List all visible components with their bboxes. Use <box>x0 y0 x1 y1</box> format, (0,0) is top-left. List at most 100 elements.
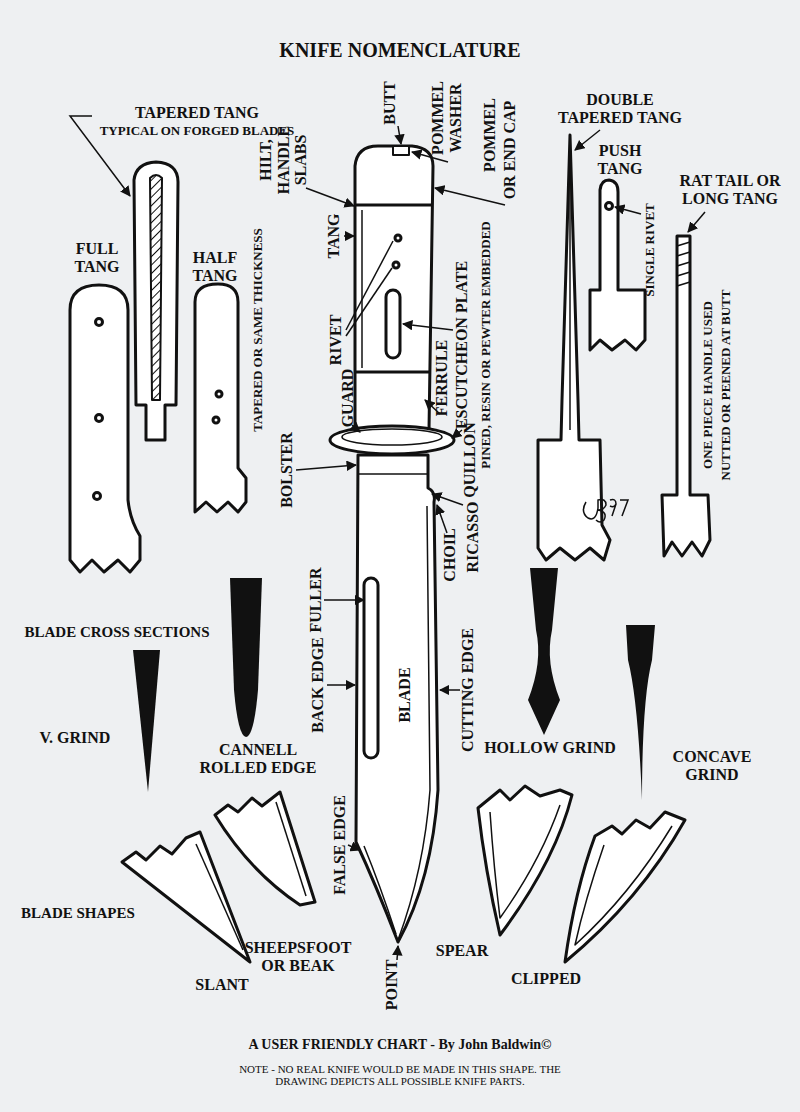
leader-line <box>348 845 360 850</box>
thread <box>677 272 690 276</box>
part-label: BUTT <box>381 81 399 125</box>
leader-line <box>452 430 462 438</box>
part-label: V. GRIND <box>40 729 111 747</box>
tapered-tang-core <box>150 175 162 400</box>
leader-line <box>324 599 364 601</box>
ferrule-line <box>355 371 430 374</box>
leader-line <box>398 126 401 144</box>
chart-title: KNIFE NOMENCLATURE <box>279 39 520 62</box>
part-label: CUTTING EDGE <box>459 628 477 752</box>
part-label: HOLLOW GRIND <box>484 739 616 757</box>
thread <box>677 262 690 266</box>
thread <box>677 282 690 286</box>
pommel-line <box>355 204 433 207</box>
part-label: RICASSO <box>464 501 482 572</box>
rivet <box>393 262 399 268</box>
bolster-line <box>358 473 428 475</box>
part-label: CLIPPED <box>511 970 581 988</box>
part-label: PINED, RESIN OR PEWTER EMBEDDED <box>479 221 493 468</box>
slab-line <box>361 210 363 368</box>
leader-line <box>346 268 392 336</box>
part-label: DOUBLE TAPERED TANG <box>550 91 690 126</box>
part-label: SLANT <box>195 976 248 994</box>
leader-line <box>575 130 600 150</box>
part-label: ONE PIECE HANDLE USED <box>701 301 715 469</box>
tang-hole <box>96 319 103 326</box>
fuller <box>364 578 378 758</box>
leader-line <box>296 465 356 470</box>
leader-line <box>346 241 393 330</box>
leader-line <box>440 689 460 691</box>
clipped-blade <box>565 812 685 962</box>
part-label: POMMEL WASHER <box>429 78 464 158</box>
leader-line <box>397 946 398 960</box>
push-tang <box>590 180 645 350</box>
guard-inner <box>342 429 442 445</box>
part-label: BLADE CROSS SECTIONS <box>24 624 209 641</box>
rivet <box>395 235 401 241</box>
knife-handle <box>355 146 433 430</box>
part-label: NOTE - NO REAL KNIFE WOULD BE MADE IN TH… <box>218 1063 583 1087</box>
part-label: TANG <box>325 213 343 258</box>
taper-line <box>569 145 571 430</box>
part-label: POMMEL <box>481 98 499 172</box>
leader-line <box>432 494 463 505</box>
part-label: CHOIL <box>441 528 459 581</box>
part-label: HILT, HANDLE SLABS <box>257 122 310 198</box>
v-grind-section <box>133 650 160 792</box>
leader-line <box>615 207 641 214</box>
part-label: NUTTED OR PEENED AT BUTT <box>719 290 733 481</box>
bevel <box>196 844 243 950</box>
part-label: FERRULE <box>433 340 451 416</box>
monogram-stroke <box>583 500 606 522</box>
part-label: BLADE SHAPES <box>21 905 135 922</box>
false-edge-line <box>364 846 396 934</box>
cannell-section <box>230 578 262 737</box>
part-label: OR END CAP <box>501 101 519 200</box>
part-label: PUSH TANG <box>590 142 650 177</box>
part-label: TAPERED TANG <box>135 104 259 122</box>
part-label: CONCAVE GRIND <box>665 748 760 783</box>
concave-grind-section <box>626 625 655 800</box>
hollow-grind-section <box>528 568 560 735</box>
half-tang <box>195 284 246 512</box>
part-label: RAT TAIL OR LONG TANG <box>670 172 790 207</box>
spear-blade <box>478 786 572 935</box>
monogram <box>583 500 628 523</box>
leader-line <box>688 212 705 232</box>
part-label: QUILLON <box>461 422 479 498</box>
part-label: ESCUTCHEON PLATE <box>453 261 471 429</box>
part-label: TAPERED OR SAME THICKNESS <box>251 228 265 432</box>
tang-hole <box>94 493 101 500</box>
part-label: HALF TANG <box>185 249 245 284</box>
leader-line <box>327 684 355 686</box>
part-label: BLADE <box>396 667 414 722</box>
leader-line <box>403 324 453 330</box>
bevel <box>276 802 306 896</box>
part-label: SINGLE RIVET <box>643 203 657 297</box>
part-label: SHEEPSFOOT OR BEAK <box>238 939 358 974</box>
tang-hole <box>216 391 222 397</box>
full-tang <box>70 285 140 572</box>
blade <box>356 455 438 942</box>
part-label: FALSE EDGE <box>331 795 349 895</box>
part-label: RIVET <box>327 315 345 366</box>
monogram-stroke <box>610 500 628 517</box>
leader-line <box>344 235 354 237</box>
leader-line <box>435 188 505 205</box>
escutcheon-plate <box>386 290 400 358</box>
rivet-hole <box>606 203 613 210</box>
chart-caption: A USER FRIENDLY CHART - By John Baldwin© <box>248 1037 551 1053</box>
edge-bevel <box>398 506 430 940</box>
part-label: CANNELL ROLLED EDGE <box>193 741 323 776</box>
part-label: TYPICAL ON FORGED BLADES <box>100 124 295 138</box>
thread <box>677 242 690 246</box>
part-label: BOLSTER <box>278 432 296 508</box>
pommel-washer <box>393 146 409 155</box>
slant-blade <box>122 832 250 962</box>
bevel <box>490 805 560 918</box>
part-label: FULL TANG <box>67 240 127 275</box>
part-label: BACK EDGE <box>309 637 327 733</box>
guard <box>330 426 454 454</box>
